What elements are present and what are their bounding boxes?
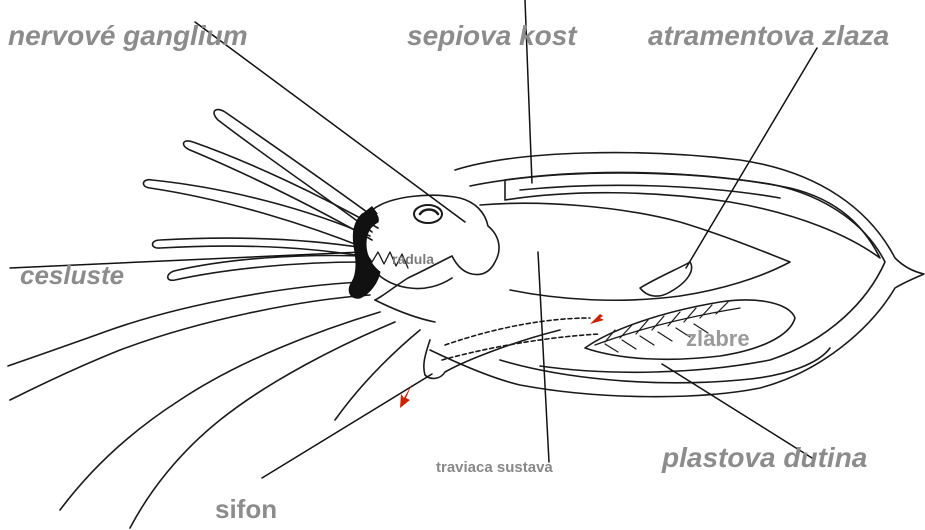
- label-atramentova-zlaza: atramentova zlaza: [648, 22, 889, 50]
- tentacle-2: [60, 312, 380, 510]
- siphon-inner: [445, 318, 590, 345]
- label-traviaca-sustava: traviaca sustava: [436, 460, 553, 475]
- cuttlebone-inner: [520, 185, 780, 198]
- leader-atramentova-zlaza: [686, 48, 817, 268]
- mantle-outline: [430, 153, 924, 397]
- ink-sac: [640, 262, 692, 296]
- tentacle-1: [10, 295, 370, 400]
- label-radula: radula: [392, 252, 434, 266]
- label-zlabre: zlabre: [686, 328, 750, 350]
- label-cesluste: cesluste: [20, 262, 124, 288]
- leader-traviaca-sustava: [538, 252, 549, 462]
- label-sepiova-kost: sepiova kost: [407, 22, 577, 50]
- label-nervove-ganglium: nervové ganglium: [8, 22, 248, 50]
- tentacle-1b: [8, 282, 360, 366]
- arrow-siphon-flow: [400, 384, 412, 408]
- cuttlebone: [505, 172, 880, 258]
- leader-sifon: [262, 374, 432, 478]
- leader-nervove-ganglium: [195, 22, 465, 222]
- siphon: [424, 330, 560, 378]
- body-cavity: [480, 203, 790, 300]
- label-sifon: sifon: [215, 496, 277, 522]
- eye-pupil: [420, 210, 438, 215]
- arrow-gill-flow: [590, 310, 612, 324]
- head-lower: [375, 300, 435, 322]
- label-plastova-dutina: plastova dutina: [662, 444, 867, 472]
- arm-2: [184, 141, 378, 240]
